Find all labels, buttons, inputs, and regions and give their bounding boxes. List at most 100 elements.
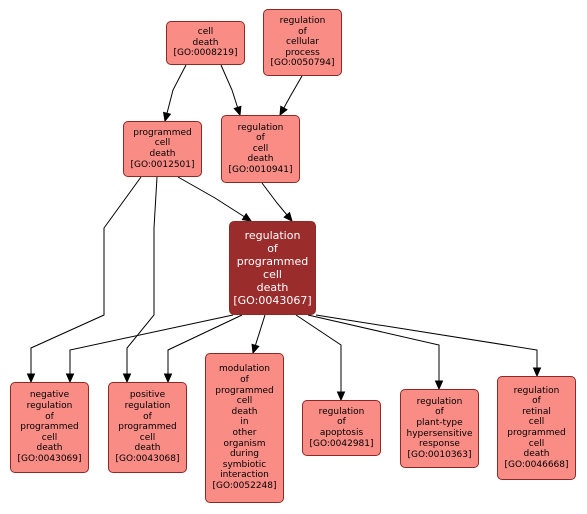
node-label-line: cell <box>139 432 156 443</box>
node-label-line: positive <box>129 390 166 401</box>
edge-line <box>295 314 342 400</box>
node-label-line: of <box>532 396 541 407</box>
node-label-line: death <box>523 449 550 460</box>
node-label-line: programmed <box>118 422 177 433</box>
edge-n12501-to-n43067 <box>177 176 253 222</box>
arrowhead <box>434 380 444 391</box>
node-label-line: [GO:0050794] <box>270 58 335 69</box>
edge-line <box>30 176 142 382</box>
arrowhead <box>233 105 242 117</box>
node-label-line: process <box>285 47 320 58</box>
arrowhead <box>279 105 288 117</box>
node-label-line: of <box>45 411 54 422</box>
edge-line <box>177 176 252 222</box>
node-label-line: cell <box>154 138 171 149</box>
arrowhead <box>122 373 132 384</box>
node-label-line: death <box>247 154 274 165</box>
node-label-line: death <box>36 443 63 454</box>
node-label-line: [GO:0046668] <box>504 459 569 470</box>
node-label-line: death <box>256 281 289 294</box>
node-label-line: [GO:0042981] <box>309 438 374 449</box>
node-label-line: [GO:0008219] <box>173 48 238 59</box>
edge-n10941-to-n43067 <box>261 182 293 222</box>
node-label-line: programmed <box>236 255 309 268</box>
node-label-line: regulation <box>244 229 301 242</box>
node-label-line: regulation <box>513 385 560 396</box>
node-label-line: regulation <box>124 401 171 412</box>
node-label-line: programmed <box>133 127 192 138</box>
edge-n43067-to-n52248 <box>251 314 266 355</box>
node-label-line: symbiotic <box>222 459 267 470</box>
node-label-line: hypersensitive <box>406 428 473 439</box>
node-label-line: [GO:0043069] <box>17 453 82 464</box>
node-label-line: plant-type <box>416 417 463 428</box>
edge-line <box>164 64 187 122</box>
node-label-line: regulation <box>237 122 284 133</box>
edge-line <box>220 64 241 116</box>
node-label-line: death <box>134 443 161 454</box>
node-label-line: regulation <box>416 396 463 407</box>
node-label-line: cell <box>528 417 545 428</box>
node-label-line: interaction <box>220 470 269 481</box>
node-label-line: cellular <box>286 37 319 48</box>
node-label-line: programmed <box>215 385 274 396</box>
node-label-line: [GO:0043068] <box>115 453 180 464</box>
edge-n12501-to-n43069 <box>26 176 142 384</box>
node-label-line: response <box>419 439 460 450</box>
node-label-line: regulation <box>279 16 326 27</box>
edge-n50794-to-n10941 <box>279 75 303 117</box>
node-label-line: [GO:0043067] <box>233 294 312 307</box>
edge-n43067-to-n10363 <box>307 314 444 391</box>
edge-line <box>126 176 158 382</box>
arrowhead <box>532 367 542 378</box>
node-label-line: regulation <box>26 401 73 412</box>
node-label-line: death <box>192 37 219 48</box>
node-label-line: [GO:0010941] <box>228 164 293 175</box>
node-label-line: cell <box>41 432 58 443</box>
edge-n43067-to-n43069 <box>65 314 234 384</box>
edge-line <box>167 314 243 382</box>
node-label-line: regulation <box>318 406 365 417</box>
node-label-line: [GO:0052248] <box>212 480 277 491</box>
arrowhead <box>241 212 253 222</box>
arrowhead <box>283 211 293 222</box>
node-label-line: programmed <box>507 428 566 438</box>
edge-n8219-to-n12501 <box>162 64 187 123</box>
edge-line <box>315 314 538 376</box>
node-label-line: [GO:0010363] <box>407 449 472 460</box>
arrowhead <box>336 391 346 402</box>
node-label-line: of <box>337 417 346 428</box>
node-label-line: organism <box>223 438 266 449</box>
node-label-line: cell <box>197 27 214 38</box>
arrowhead <box>251 343 260 355</box>
node-label-line: death <box>149 149 176 159</box>
node-label-line: programmed <box>20 422 79 433</box>
edge-line <box>307 314 440 389</box>
node-label-line: other <box>232 428 257 438</box>
edge-n43067-to-n43068 <box>163 314 243 384</box>
node-label-line: modulation <box>219 364 270 375</box>
node-label-line: of <box>435 407 444 418</box>
node-label-line: cell <box>528 438 545 449</box>
node-label-line: of <box>240 375 249 386</box>
node-label-line: cell <box>252 143 269 154</box>
node-label-line: death <box>231 406 258 417</box>
edge-line <box>69 314 234 382</box>
arrowhead <box>163 373 173 384</box>
edge-n8219-to-n10941 <box>220 64 242 117</box>
arrowhead <box>162 111 172 123</box>
node-label-line: [GO:0012501] <box>130 159 195 170</box>
